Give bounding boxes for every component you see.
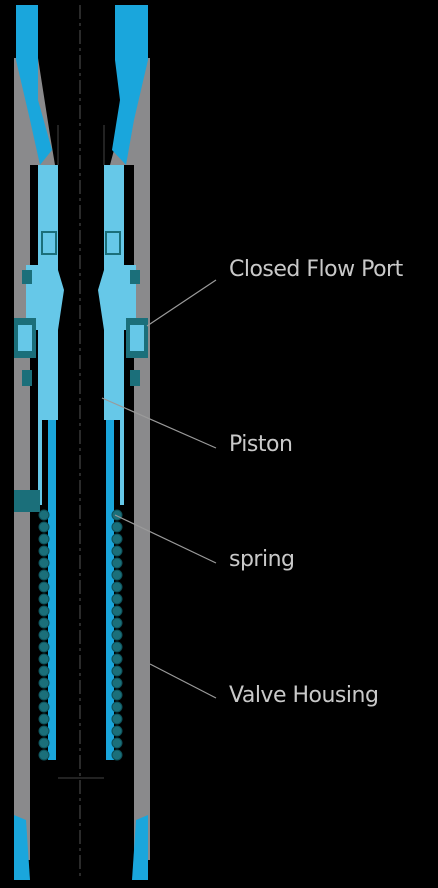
- leader-valve-housing: [149, 663, 217, 699]
- housing-right-wall: [124, 58, 150, 860]
- spring-coil: [38, 629, 50, 641]
- valve-housing-label: Valve Housing: [229, 683, 379, 708]
- spring-coil: [111, 509, 123, 521]
- spring-coil: [111, 737, 123, 749]
- spring-coil: [111, 593, 123, 605]
- spring-coil: [111, 557, 123, 569]
- bottom-connection: [14, 815, 148, 880]
- spring-coil: [38, 749, 50, 761]
- leader-closed-flow-port: [146, 279, 217, 327]
- spring-coil: [111, 749, 123, 761]
- spring-coil: [111, 605, 123, 617]
- spring-coil: [38, 689, 50, 701]
- spring-coil: [38, 605, 50, 617]
- piston-left-seal: [41, 231, 57, 255]
- piston-label: Piston: [229, 432, 293, 457]
- spring-coil: [111, 653, 123, 665]
- spring-coil: [38, 557, 50, 569]
- leader-spring: [114, 514, 217, 564]
- spring-coil: [111, 629, 123, 641]
- mandrel-right: [106, 420, 114, 760]
- spring-coil: [38, 677, 50, 689]
- port-right-inner: [130, 325, 144, 351]
- seal-left-upper: [22, 270, 32, 284]
- top-connection-right: [112, 5, 148, 165]
- spring-coil: [111, 701, 123, 713]
- valve-housing: [14, 58, 150, 860]
- spring-coil: [38, 509, 50, 521]
- spring-coil: [38, 593, 50, 605]
- leader-piston: [101, 397, 217, 449]
- side-fitting: [14, 490, 40, 512]
- spring-coil: [38, 617, 50, 629]
- piston: [26, 165, 136, 505]
- spring: [38, 509, 123, 761]
- spring-coil: [38, 665, 50, 677]
- spring-coil: [38, 581, 50, 593]
- inner-mandrel: [48, 420, 114, 760]
- housing-left-wall: [14, 58, 38, 860]
- spring-coil: [38, 701, 50, 713]
- seal-right-upper: [130, 270, 140, 284]
- spring-coil: [111, 521, 123, 533]
- piston-right-seal: [105, 231, 121, 255]
- spring-coil: [38, 533, 50, 545]
- spring-coil: [38, 521, 50, 533]
- spring-coil: [38, 725, 50, 737]
- spring-coil: [38, 569, 50, 581]
- spring-coil: [111, 569, 123, 581]
- spring-coil: [111, 581, 123, 593]
- spring-coil: [38, 641, 50, 653]
- port-left-inner: [18, 325, 32, 351]
- spring-coil: [111, 641, 123, 653]
- spring-coil: [38, 737, 50, 749]
- spring-coil: [111, 665, 123, 677]
- spring-coil: [111, 677, 123, 689]
- spring-coil: [38, 713, 50, 725]
- spring-label: spring: [229, 547, 295, 572]
- bottom-connection-left: [14, 815, 30, 880]
- leader-lines: [101, 279, 217, 699]
- spring-coil: [111, 545, 123, 557]
- mandrel-left: [48, 420, 56, 760]
- spring-coil: [38, 653, 50, 665]
- seal-right-lower: [130, 370, 140, 386]
- spring-coil: [111, 725, 123, 737]
- spring-coil: [111, 713, 123, 725]
- spring-coil: [38, 545, 50, 557]
- spring-coil: [111, 617, 123, 629]
- spring-coil: [111, 533, 123, 545]
- closed-flow-port: [14, 270, 148, 386]
- bottom-connection-right: [132, 815, 148, 880]
- top-connection: [16, 5, 148, 165]
- top-connection-left: [16, 5, 52, 165]
- seal-left-lower: [22, 370, 32, 386]
- spring-coil: [111, 689, 123, 701]
- closed-flow-port-label: Closed Flow Port: [229, 257, 403, 282]
